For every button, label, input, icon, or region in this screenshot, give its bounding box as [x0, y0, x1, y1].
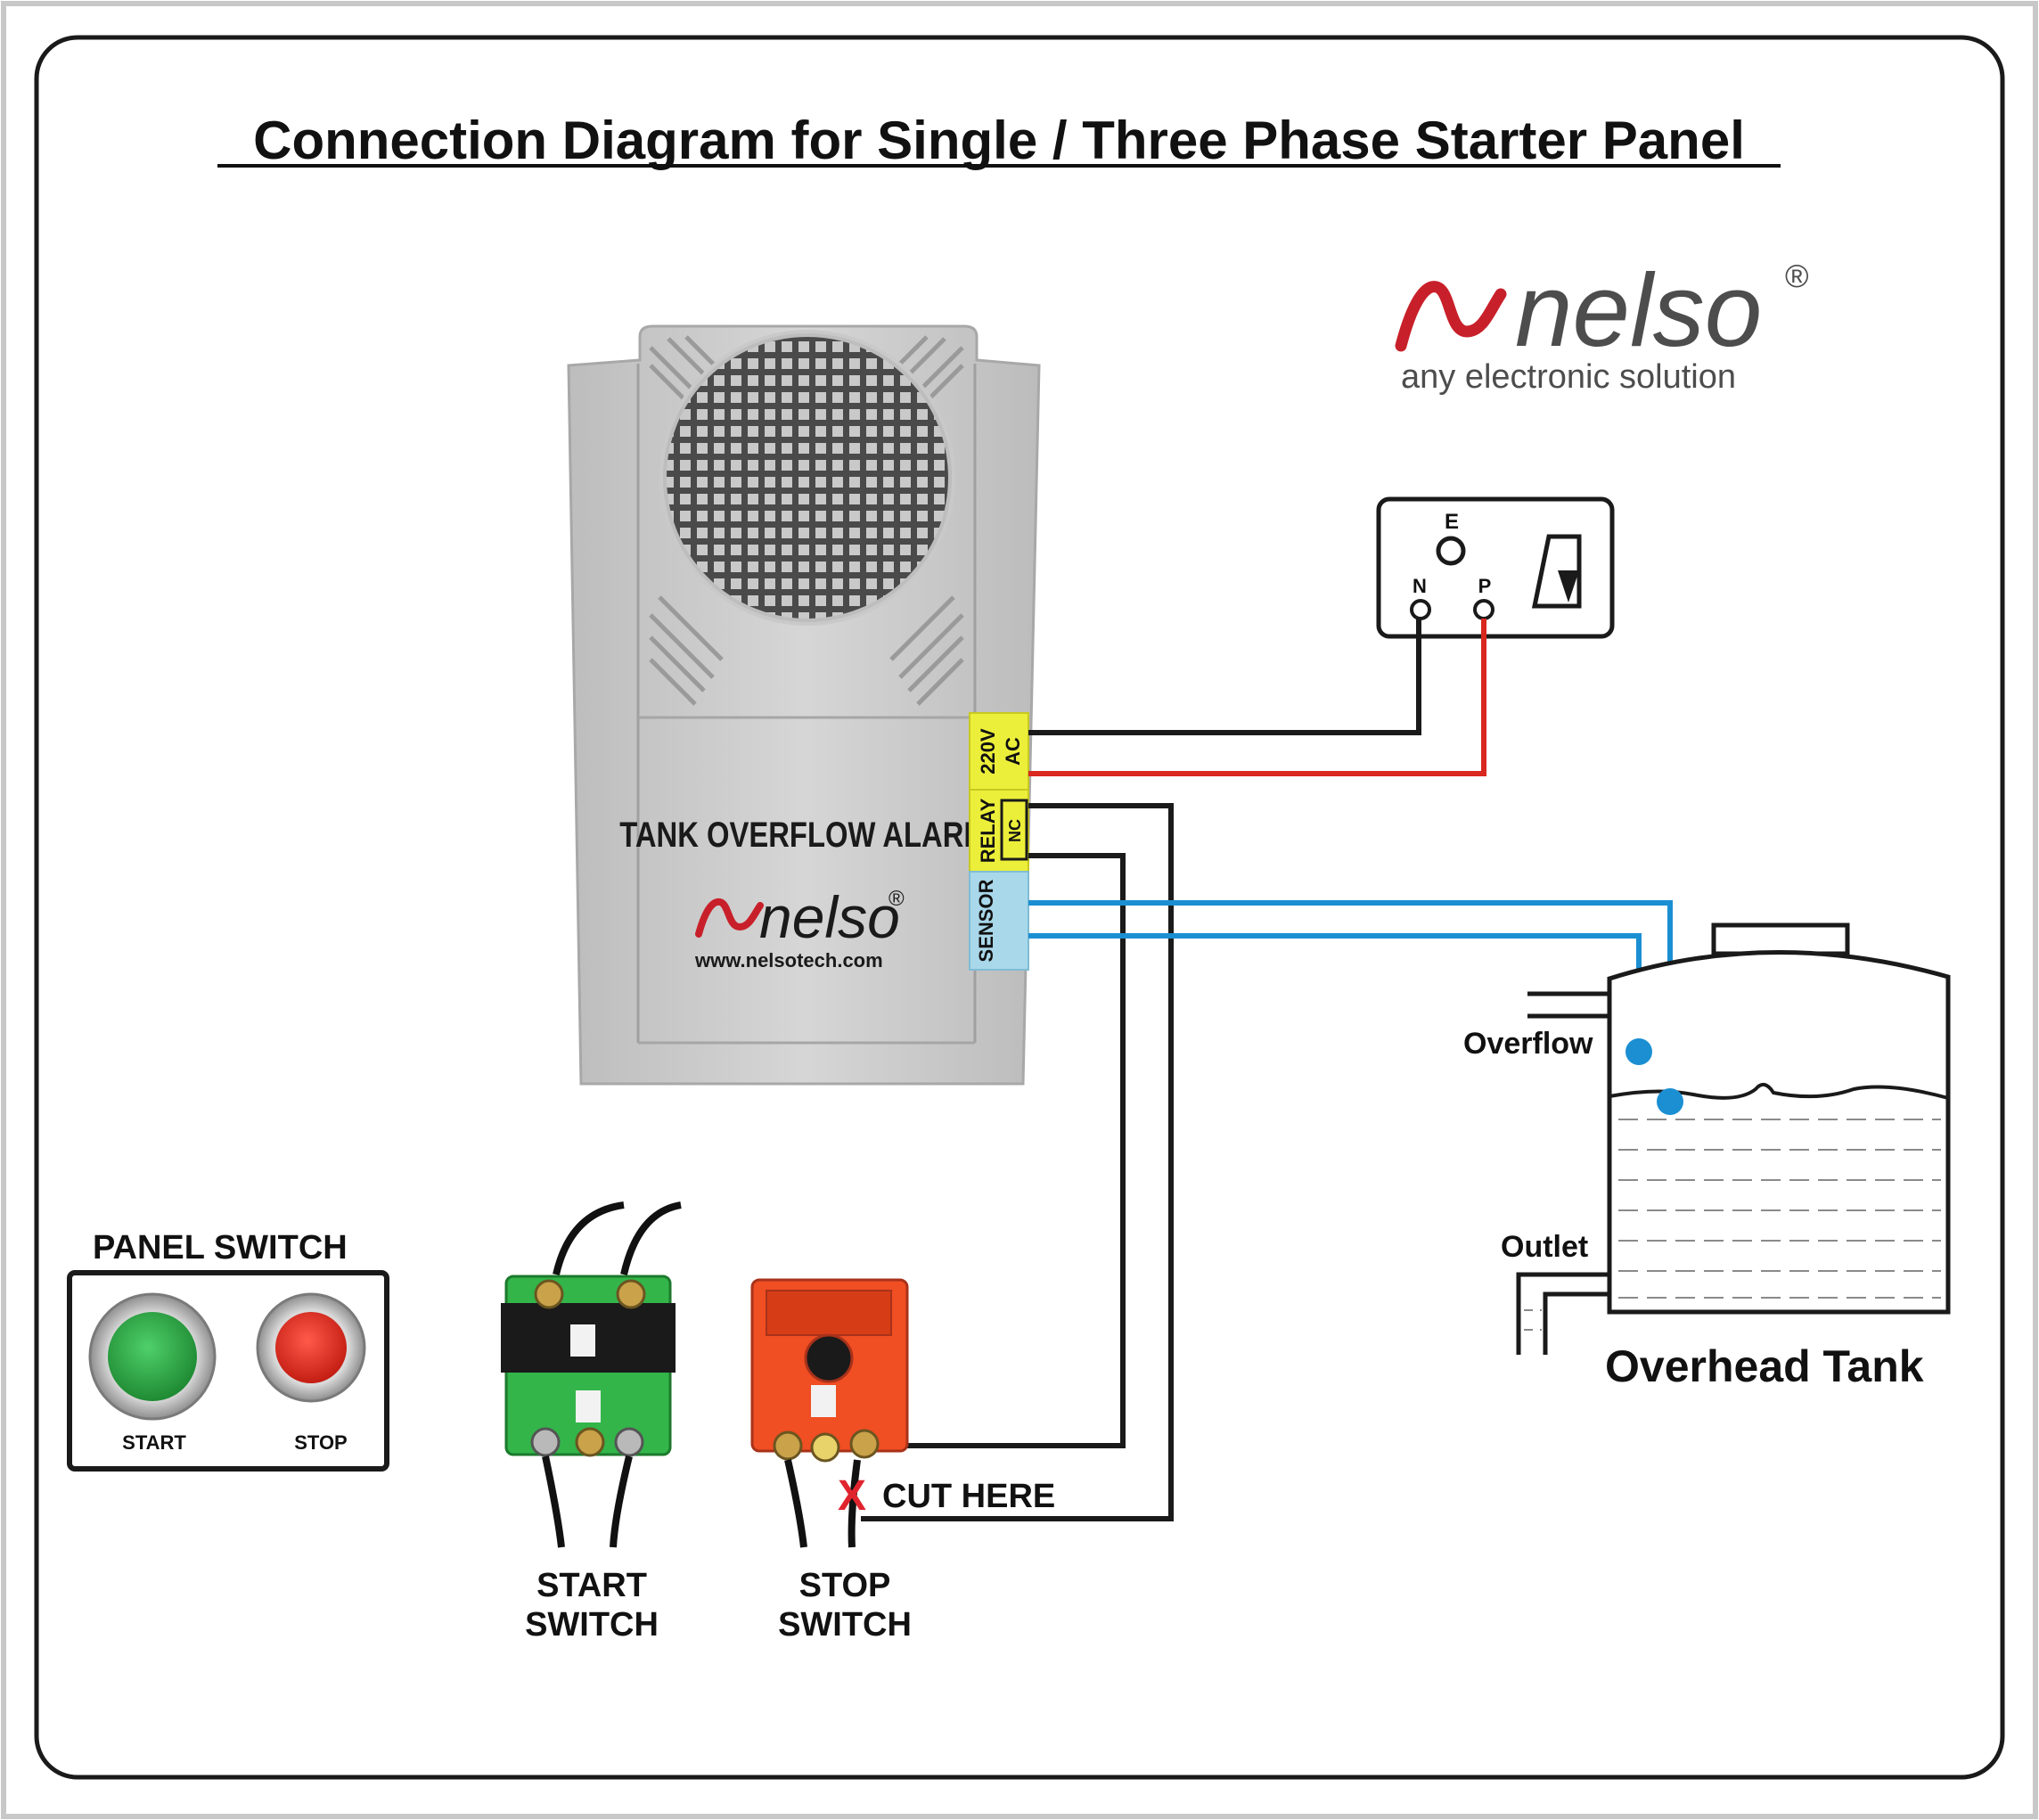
- terminal-sensor: [969, 871, 1029, 971]
- start-switch-wire-out-1: [542, 1455, 565, 1548]
- relay-nc-box: [1000, 799, 1028, 861]
- water-lines: [1618, 1119, 1941, 1299]
- terminal-relay: [969, 789, 1029, 873]
- diagram-title: Connection Diagram for Single / Three Ph…: [253, 111, 1745, 170]
- socket-earth-pin-icon: [1436, 536, 1466, 566]
- tank-name: Overhead Tank: [1605, 1341, 1924, 1391]
- cut-here-label: CUT HERE: [882, 1478, 1055, 1515]
- socket-neutral-label: N: [1413, 575, 1427, 597]
- socket-neutral-pin-icon: [1410, 599, 1431, 620]
- start-switch-label-1: START: [536, 1567, 647, 1604]
- stop-switch-label-1: STOP: [799, 1567, 891, 1604]
- device-website: www.nelsotech.com: [694, 949, 883, 971]
- start-switch-wire-out-2: [610, 1455, 633, 1548]
- tank-body: [1607, 950, 1951, 1315]
- stop-button-label: STOP: [294, 1431, 348, 1454]
- stop-switch-wire-out-1: [784, 1459, 807, 1548]
- water-surface: [1609, 1082, 1949, 1100]
- device-label: TANK OVERFLOW ALARM: [619, 815, 987, 855]
- terminal-sensor-label: SENSOR: [975, 879, 997, 962]
- start-switch-wire-in-1: [553, 1201, 625, 1275]
- brand-name: nelso: [1515, 252, 1762, 368]
- outlet-pipe-outer: [1516, 1272, 1609, 1355]
- start-switch-wire-in-2: [620, 1201, 682, 1275]
- speaker-grille: [665, 335, 950, 620]
- tank-overflow-alarm-device: TANK OVERFLOW ALARM nelso ® www.nelsotec…: [567, 324, 1041, 1086]
- stop-switch-screw-icon: [849, 1429, 880, 1459]
- stop-switch-label-2: SWITCH: [778, 1606, 912, 1644]
- terminal-power-label-2: AC: [1002, 737, 1024, 766]
- outlet-label: Outlet: [1501, 1230, 1588, 1264]
- outlet-pipe-inner: [1543, 1291, 1609, 1355]
- start-switch-screw-icon: [530, 1427, 561, 1457]
- power-socket: E N P: [1376, 496, 1615, 639]
- start-switch-screw-icon: [534, 1279, 564, 1309]
- panel-switch-title: PANEL SWITCH: [93, 1229, 348, 1267]
- start-switch-screw-icon: [614, 1427, 644, 1457]
- terminal-power-label-1: 220V: [977, 728, 999, 775]
- device-brand-wave-icon: [695, 898, 764, 938]
- start-switch-block: START SWITCH: [501, 1201, 682, 1644]
- brand-wave-icon: [1395, 281, 1507, 352]
- stop-button-icon[interactable]: [275, 1312, 347, 1383]
- cut-mark-icon: X: [838, 1472, 866, 1520]
- stop-switch-block: X CUT HERE STOP SWITCH: [750, 1278, 1055, 1644]
- wire-neutral: [1028, 619, 1421, 735]
- brand-registered-mark: ®: [1785, 258, 1809, 294]
- stop-switch-screw-icon: [773, 1431, 803, 1461]
- start-switch-label-2: SWITCH: [525, 1606, 659, 1644]
- overhead-tank: Overflow Outlet Overhead Tank: [1463, 922, 1951, 1391]
- sensor-probe-level-icon: [1657, 1088, 1683, 1115]
- panel-switch: PANEL SWITCH START STOP: [67, 1229, 389, 1472]
- start-button-icon[interactable]: [108, 1312, 197, 1401]
- brand-logo: nelso ® any electronic solution: [1395, 252, 1809, 396]
- socket-phase-pin-icon: [1473, 599, 1494, 620]
- stop-switch-wire-out-2: [848, 1459, 861, 1548]
- socket-phase-label: P: [1478, 575, 1492, 597]
- overflow-label: Overflow: [1463, 1027, 1593, 1061]
- wire-relay-1: [861, 803, 1174, 1521]
- terminal-relay-label: RELAY: [977, 798, 999, 863]
- socket-earth-label: E: [1445, 510, 1459, 534]
- tank-lid: [1711, 922, 1850, 956]
- wire-relay-2: [887, 853, 1126, 1448]
- device-brand-registered: ®: [888, 887, 905, 911]
- start-button-label: START: [122, 1431, 186, 1454]
- sensor-probe-overflow-icon: [1625, 1038, 1652, 1065]
- wire-phase: [1028, 619, 1486, 776]
- terminal-relay-nc-label: NC: [1006, 819, 1024, 842]
- stop-switch-screw-icon: [810, 1432, 840, 1463]
- brand-tagline: any electronic solution: [1401, 358, 1736, 396]
- start-switch-screw-icon: [575, 1427, 605, 1457]
- start-switch-screw-icon: [616, 1279, 646, 1309]
- device-brand-name: nelso: [759, 884, 900, 950]
